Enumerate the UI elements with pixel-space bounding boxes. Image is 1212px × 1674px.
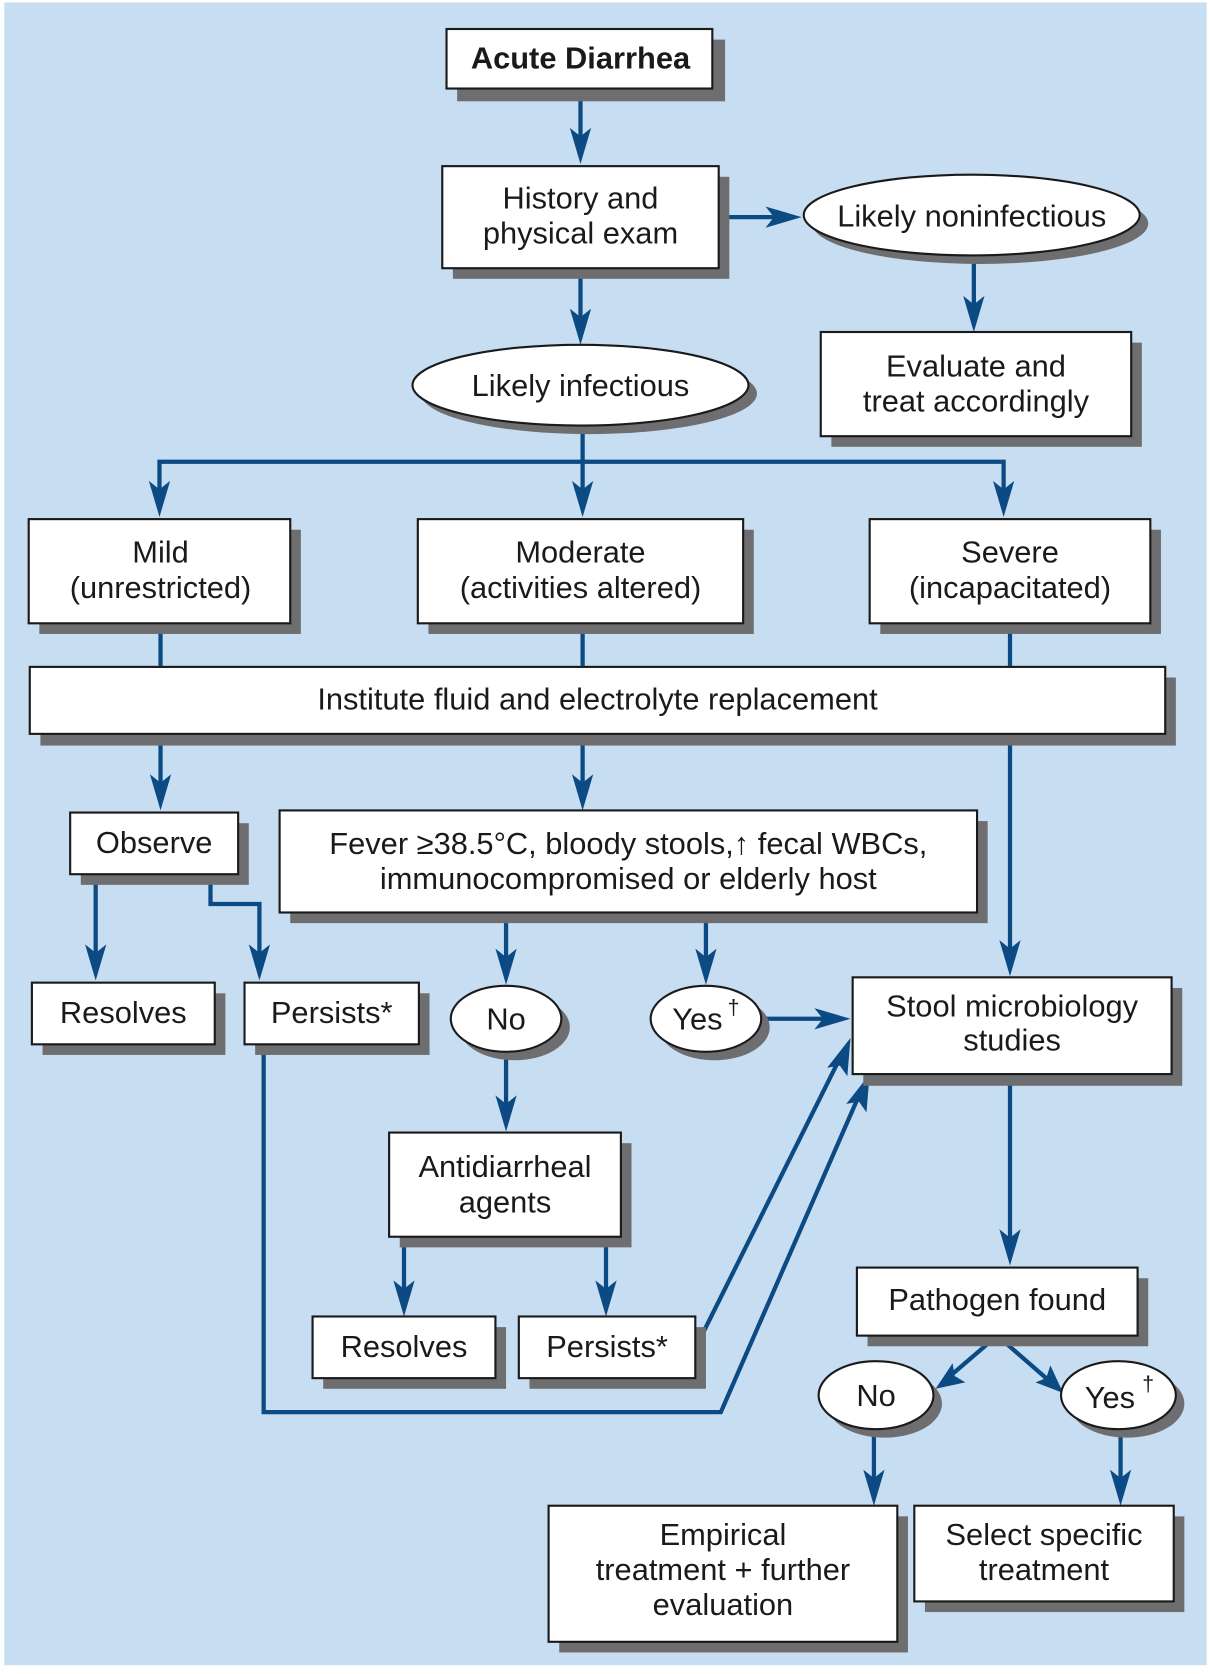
arrowhead-down-icon	[495, 1095, 517, 1132]
node-likely-infectious: Likely infectious	[411, 343, 757, 435]
arrowhead-down-icon	[85, 944, 107, 981]
node-severe: Severe (incapacitated)	[868, 518, 1161, 634]
node-resolves-observe: Resolves	[30, 981, 226, 1055]
node-yes-fever: Yes †	[649, 984, 770, 1061]
node-label: treatment + further	[596, 1552, 850, 1587]
node-label: Antidiarrheal	[418, 1149, 591, 1184]
node-label: Persists*	[271, 995, 393, 1030]
node-label: Persists*	[546, 1329, 668, 1364]
node-persists-observe: Persists*	[243, 981, 430, 1055]
node-stool-microbiology: Stool microbiology studies	[851, 976, 1183, 1086]
node-label: (incapacitated)	[909, 570, 1111, 605]
node-fever-criteria: Fever ≥38.5°C, bloody stools,↑ fecal WBC…	[278, 809, 988, 924]
node-likely-noninfectious: Likely noninfectious	[802, 173, 1149, 264]
node-label: Observe	[96, 825, 213, 860]
node-label: Yes	[1085, 1380, 1135, 1415]
arrowhead-down-icon	[595, 1280, 617, 1317]
node-label: studies	[963, 1023, 1061, 1058]
node-label: Evaluate and	[886, 349, 1066, 384]
arrowhead-down-icon	[695, 948, 717, 985]
node-label: evaluation	[653, 1587, 794, 1622]
arrowhead-down-right-icon	[1035, 1365, 1064, 1394]
node-label: Likely infectious	[472, 368, 690, 403]
node-label: Severe	[961, 535, 1059, 570]
node-label: (activities altered)	[460, 570, 702, 605]
node-persists-antidiarrheal: Persists*	[517, 1315, 706, 1389]
dagger-footnote-mark: †	[728, 996, 740, 1020]
node-mild: Mild (unrestricted)	[27, 518, 301, 634]
node-label: Moderate	[515, 535, 645, 570]
arrowhead-down-icon	[569, 308, 592, 345]
node-label: physical exam	[483, 216, 678, 251]
arrowhead-down-icon	[393, 1280, 415, 1317]
arrowheads	[85, 127, 1132, 1506]
arrowhead-down-icon	[149, 774, 172, 811]
node-label: treatment	[979, 1552, 1110, 1587]
node-label: Fever ≥38.5°C, bloody stools,↑ fecal WBC…	[329, 826, 927, 861]
connector-persists1-to-stool	[261, 1044, 861, 1415]
node-observe: Observe	[69, 811, 249, 885]
node-label: Select specific	[945, 1517, 1142, 1552]
arrowhead-down-icon	[1109, 1469, 1132, 1506]
node-label: agents	[459, 1184, 552, 1219]
node-label: No	[486, 1001, 525, 1036]
node-label: (unrestricted)	[70, 570, 252, 605]
node-empirical-treatment: Empirical treatment + further evaluation	[547, 1504, 908, 1653]
node-resolves-antidiarrheal: Resolves	[311, 1315, 507, 1389]
node-label: Stool microbiology	[886, 989, 1138, 1024]
dagger-footnote-mark: †	[1142, 1372, 1154, 1396]
arrowhead-diagonal-icon	[827, 1037, 851, 1077]
node-institute-fluid: Institute fluid and electrolyte replacem…	[28, 665, 1176, 746]
node-label: Yes	[672, 1001, 722, 1036]
node-label: Institute fluid and electrolyte replacem…	[317, 681, 878, 716]
node-no-fever: No	[449, 984, 570, 1061]
arrowhead-down-icon	[569, 127, 592, 165]
node-select-specific: Select specific treatment	[913, 1504, 1185, 1613]
arrowhead-down-icon	[571, 774, 594, 811]
arrowhead-down-icon	[863, 1469, 885, 1506]
node-antidiarrheal: Antidiarrheal agents	[388, 1131, 632, 1248]
arrowhead-down-icon	[148, 480, 171, 517]
arrowhead-down-icon	[248, 944, 271, 981]
node-label: Empirical	[660, 1517, 787, 1552]
node-acute-diarrhea: Acute Diarrhea	[445, 27, 726, 102]
node-label: immunocompromised or elderly host	[380, 861, 877, 896]
arrowhead-down-icon	[571, 480, 594, 517]
node-label: Acute Diarrhea	[471, 40, 691, 75]
node-yes-pathogen: Yes †	[1059, 1360, 1185, 1438]
node-moderate: Moderate (activities altered)	[416, 518, 754, 634]
arrowhead-down-left-icon	[935, 1363, 966, 1389]
node-no-pathogen: No	[817, 1360, 942, 1438]
connector-persists2-to-stool	[694, 1057, 842, 1348]
connector-observe-to-persists	[208, 876, 262, 964]
node-pathogen-found: Pathogen found	[855, 1266, 1149, 1347]
arrowhead-down-icon	[999, 940, 1021, 977]
node-label: No	[856, 1378, 895, 1413]
arrowhead-down-icon	[999, 1229, 1021, 1266]
arrowhead-right-icon	[765, 206, 802, 228]
arrowhead-right-icon	[814, 1008, 851, 1030]
node-label: Mild	[132, 535, 189, 570]
node-label: Resolves	[341, 1329, 468, 1364]
node-label: Pathogen found	[888, 1282, 1106, 1317]
node-label: History and	[503, 181, 659, 216]
arrowhead-down-icon	[992, 480, 1015, 517]
arrowhead-down-icon	[963, 295, 985, 332]
node-evaluate-treat: Evaluate and treat accordingly	[819, 330, 1142, 447]
node-label: Likely noninfectious	[837, 199, 1106, 234]
node-label: treat accordingly	[863, 384, 1090, 419]
node-history-exam: History and physical exam	[441, 165, 730, 279]
arrowhead-down-icon	[495, 948, 517, 985]
node-label: Resolves	[60, 995, 187, 1030]
